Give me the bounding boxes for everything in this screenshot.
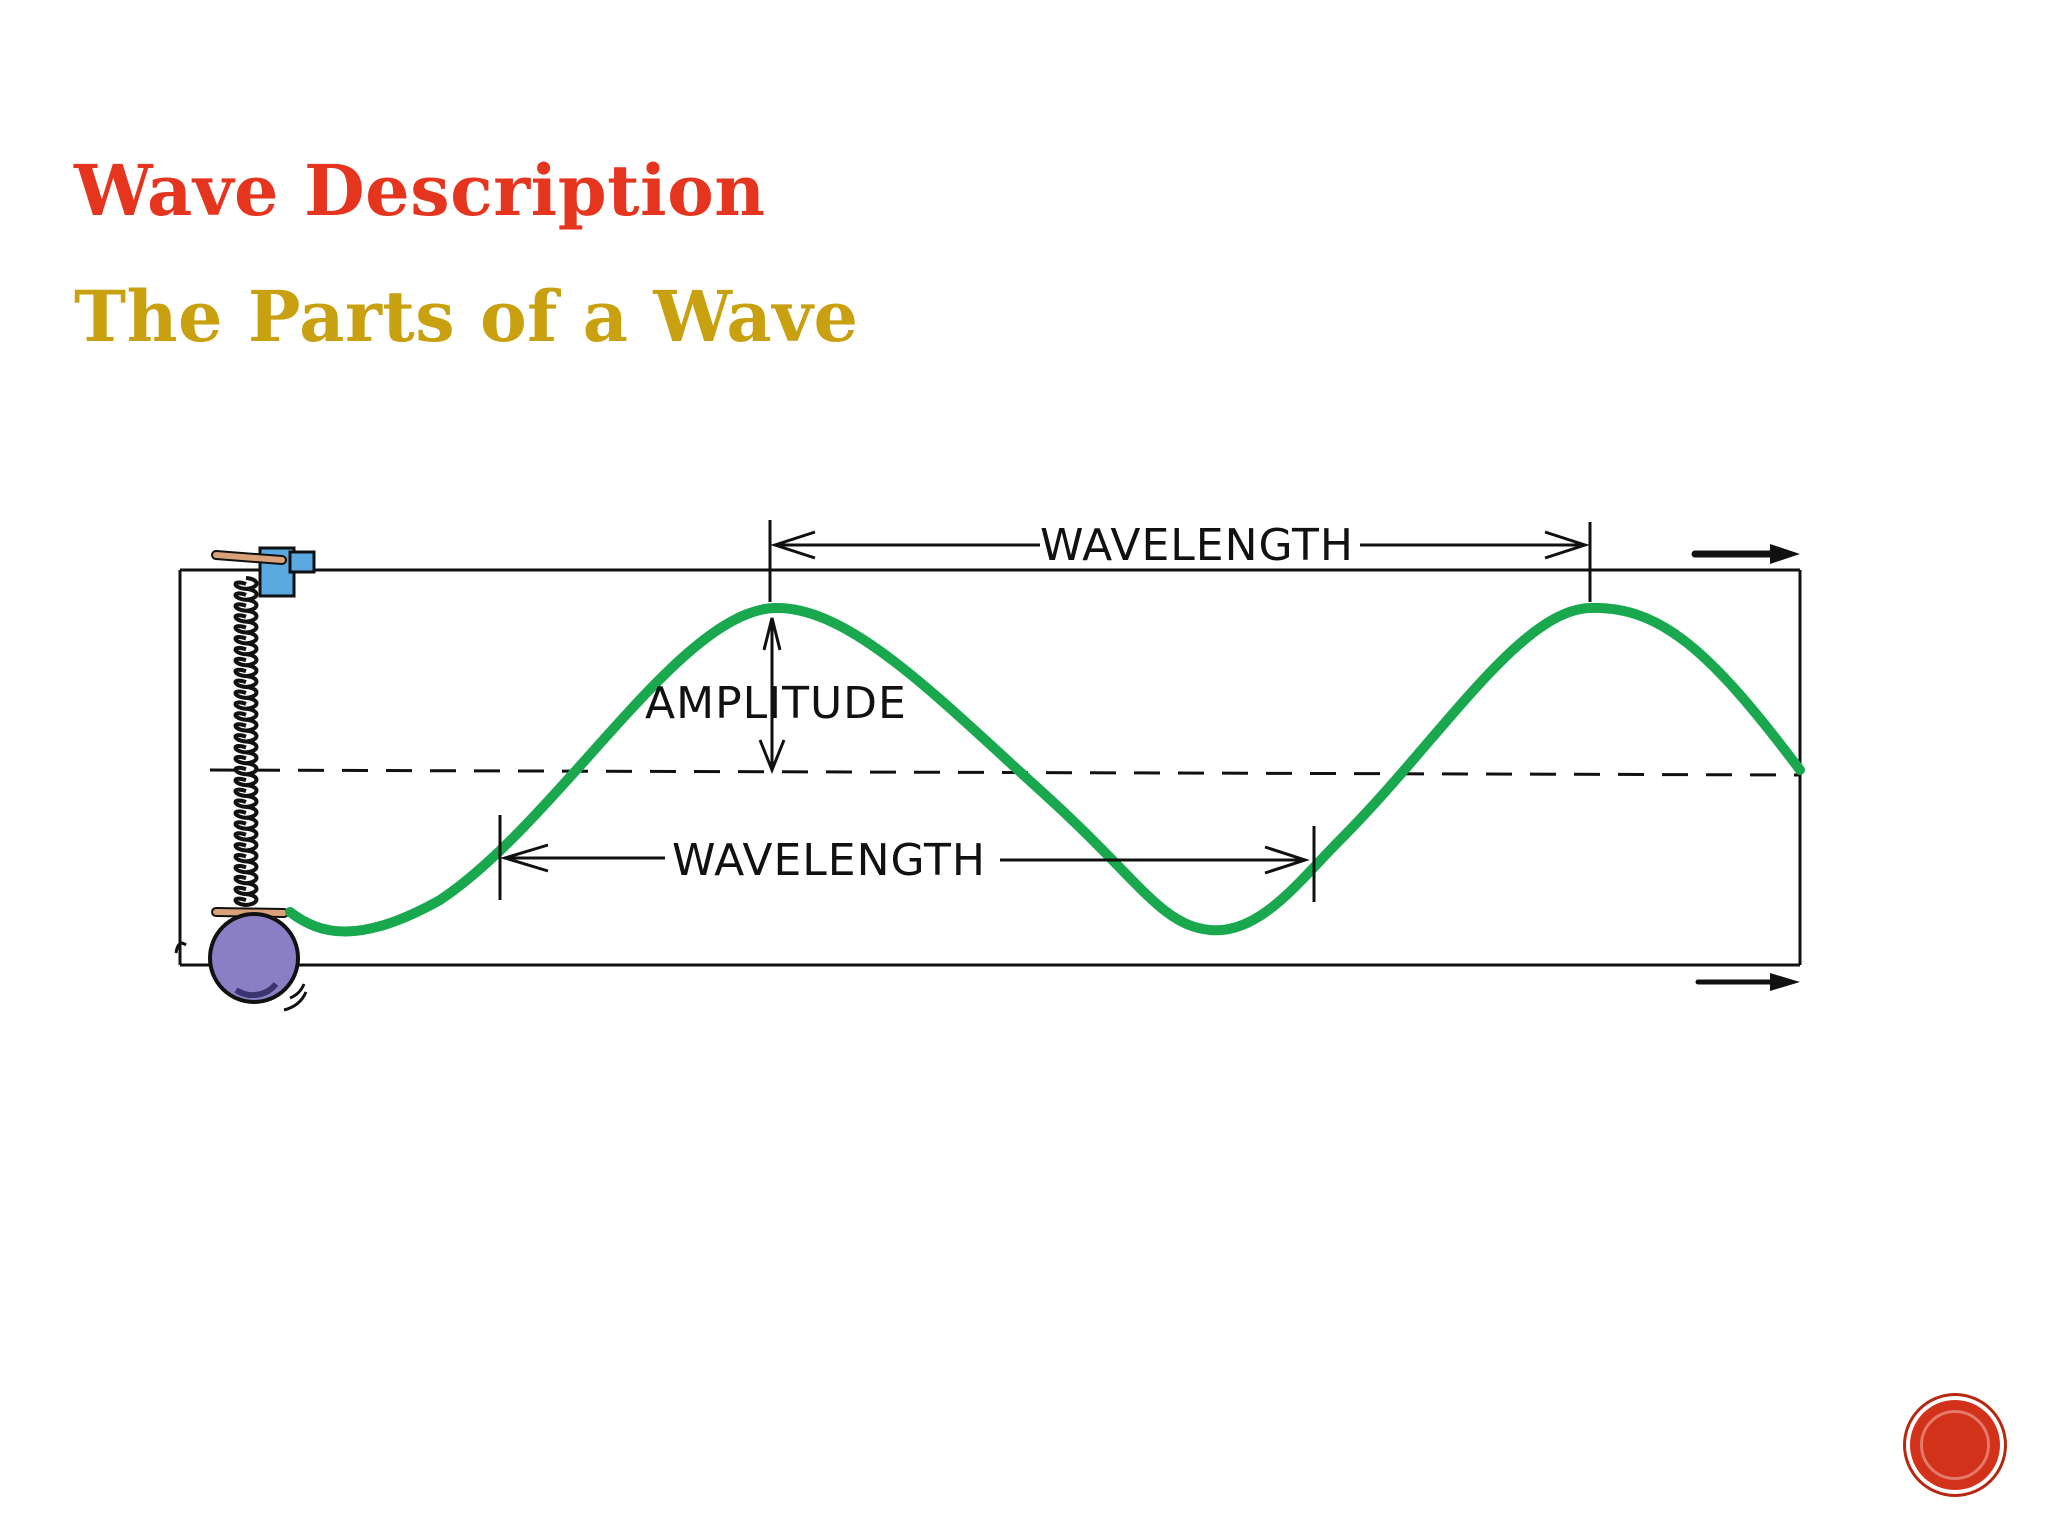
direction-arrow-bottom-icon [1695,973,1800,991]
motion-tick [174,941,187,954]
wavelength-top-marker [768,520,1592,602]
amplitude-label: AMPLITUDE [645,678,907,729]
equilibrium-line [209,768,1801,777]
direction-arrow-top-icon [1691,544,1800,564]
slide-subtitle: The Parts of a Wave [74,275,859,358]
wavelength-top-label: WAVELENGTH [1040,520,1354,571]
weight-icon [208,907,308,1012]
clamp-icon [211,546,316,598]
slide-title: Wave Description [74,149,766,232]
next-slide-button[interactable] [1910,1400,2000,1490]
next-slide-button-icon [1920,1410,1990,1480]
amplitude-marker [758,617,786,775]
spring-icon [233,576,259,908]
wavelength-bottom-label: WAVELENGTH [672,835,986,886]
wavelength-bottom-marker [498,815,1316,902]
wave-curve [285,602,1805,937]
frame [178,568,1802,967]
